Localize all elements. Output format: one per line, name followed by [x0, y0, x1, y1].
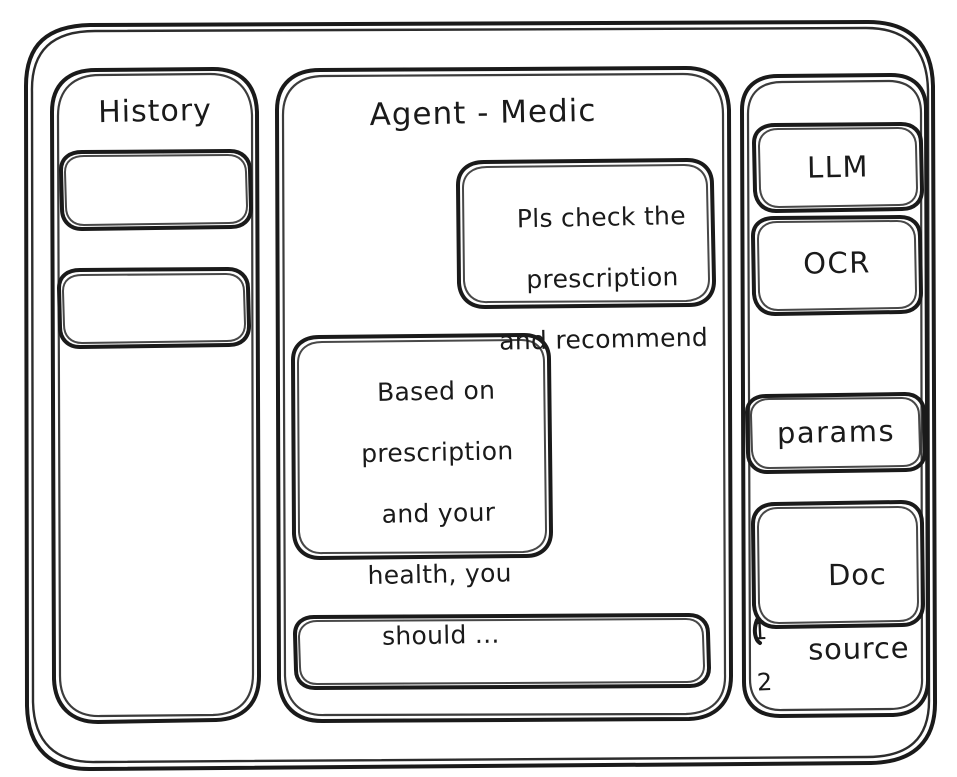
- doc-source-card[interactable]: [753, 502, 923, 627]
- history-item-2[interactable]: [59, 269, 249, 347]
- tool-llm-stroke-2: [758, 127, 918, 208]
- app-frame-stroke: [24, 20, 938, 772]
- agent-bubble-stroke-2: [297, 339, 547, 555]
- user-bubble-stroke: [456, 158, 716, 309]
- history-item-1-stroke-2: [64, 154, 248, 226]
- history-panel-stroke-2: [56, 72, 255, 718]
- tools-panel-stroke-2: [746, 79, 924, 712]
- doc-source-stroke-2: [757, 506, 919, 624]
- user-bubble-stroke-2: [462, 164, 710, 304]
- tool-params-button[interactable]: [747, 394, 925, 472]
- tool-ocr-stroke: [751, 215, 923, 316]
- tool-ocr-button[interactable]: [753, 217, 921, 314]
- tool-ocr-stroke-2: [757, 220, 917, 311]
- agent-bubble-stroke: [291, 333, 553, 560]
- history-panel-stroke: [50, 67, 261, 724]
- tool-llm-button[interactable]: [754, 124, 922, 211]
- history-item-2-stroke: [57, 267, 251, 349]
- agent-panel-stroke-2: [281, 72, 727, 717]
- tools-panel-stroke: [740, 73, 930, 718]
- agent-panel-stroke: [275, 66, 733, 723]
- tool-params-stroke: [745, 392, 927, 474]
- tool-params-stroke-2: [750, 397, 921, 469]
- doc-entry-tick-stroke: [752, 618, 762, 645]
- history-item-1[interactable]: [61, 151, 251, 229]
- app-frame-stroke-2: [30, 26, 931, 764]
- history-item-1-stroke: [59, 149, 253, 231]
- tool-llm-stroke: [752, 122, 924, 213]
- doc-source-stroke: [751, 500, 925, 629]
- user-message-bubble[interactable]: [458, 160, 714, 307]
- composer-stroke: [293, 613, 711, 690]
- agent-message-bubble[interactable]: [293, 335, 551, 558]
- composer-stroke-2: [298, 618, 705, 685]
- history-item-2-stroke-2: [62, 273, 246, 344]
- message-input[interactable]: [295, 615, 709, 688]
